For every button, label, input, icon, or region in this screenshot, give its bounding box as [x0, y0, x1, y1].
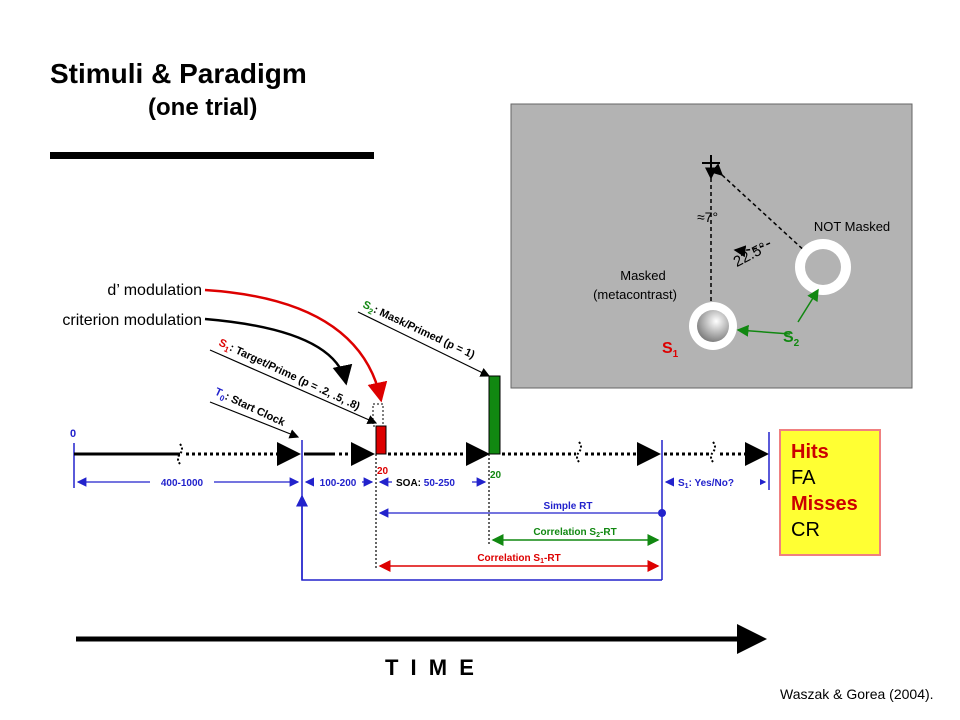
soa-label: SOA: 50-250 [396, 478, 455, 489]
outcome-legend: Hits FA Misses CR [779, 429, 881, 556]
masked-sublabel: (metacontrast) [593, 287, 677, 302]
s2-duration-label: 20 [490, 470, 502, 481]
s2-pointer [357, 311, 491, 377]
criterion-modulation-label: criterion modulation [62, 312, 202, 329]
time-label: T I M E [385, 655, 477, 680]
criterion-curve-arrow [204, 317, 353, 386]
masked-label: Masked [620, 268, 666, 283]
t0-pointer [209, 401, 300, 439]
legend-fa: FA [791, 467, 816, 489]
label-bg [674, 475, 760, 489]
duration-label-2: 100-200 [320, 478, 357, 489]
label-bg [150, 475, 214, 489]
slide-subtitle: (one trial) [148, 94, 258, 121]
s2-ring-hole [805, 249, 841, 285]
legend-cr: CR [791, 519, 820, 541]
s1-duration-label: 20 [377, 466, 389, 477]
legend-misses: Misses [791, 493, 858, 515]
s2-distance-line [710, 163, 822, 267]
s2-pointer-arrow [736, 324, 791, 337]
s2-label: S2: Mask/Primed (p = 1) [360, 299, 477, 363]
duration-label-1: 400-1000 [161, 478, 204, 489]
not-masked-label: NOT Masked [814, 219, 890, 234]
break-icon [710, 441, 716, 463]
zero-label: 0 [70, 428, 76, 440]
response-dot [658, 509, 666, 517]
label-bg [314, 475, 362, 489]
s1-disc [697, 310, 729, 342]
dprime-modulation-label: d’ modulation [107, 282, 202, 299]
loop-back-arrow [296, 494, 662, 581]
title-underline [50, 152, 374, 159]
response-label: S1: Yes/No? [678, 478, 734, 490]
t0-label: T0: Start Clock [212, 386, 288, 431]
angle-arc [733, 242, 771, 258]
s2-panel-label: S2 [783, 329, 800, 349]
legend-hits: Hits [791, 441, 829, 463]
small-angle-label: ≈7° [697, 209, 718, 225]
s1-bar [375, 425, 387, 455]
citation: Waszak & Gorea (2004). [780, 686, 934, 702]
s1-panel-label: S1 [662, 340, 679, 360]
s1-pointer [209, 349, 378, 425]
s2-bar [488, 375, 501, 455]
break-icon [576, 441, 582, 463]
s2-ring-pointer-arrow [797, 288, 819, 323]
dprime-curve-arrow [204, 288, 388, 403]
label-bg [392, 475, 472, 489]
corr-s1-label: Correlation S1-RT [477, 553, 560, 565]
simple-rt-label: Simple RT [544, 501, 593, 512]
slide-title: Stimuli & Paradigm [50, 58, 307, 89]
corr-s2-label: Correlation S2-RT [533, 527, 616, 539]
